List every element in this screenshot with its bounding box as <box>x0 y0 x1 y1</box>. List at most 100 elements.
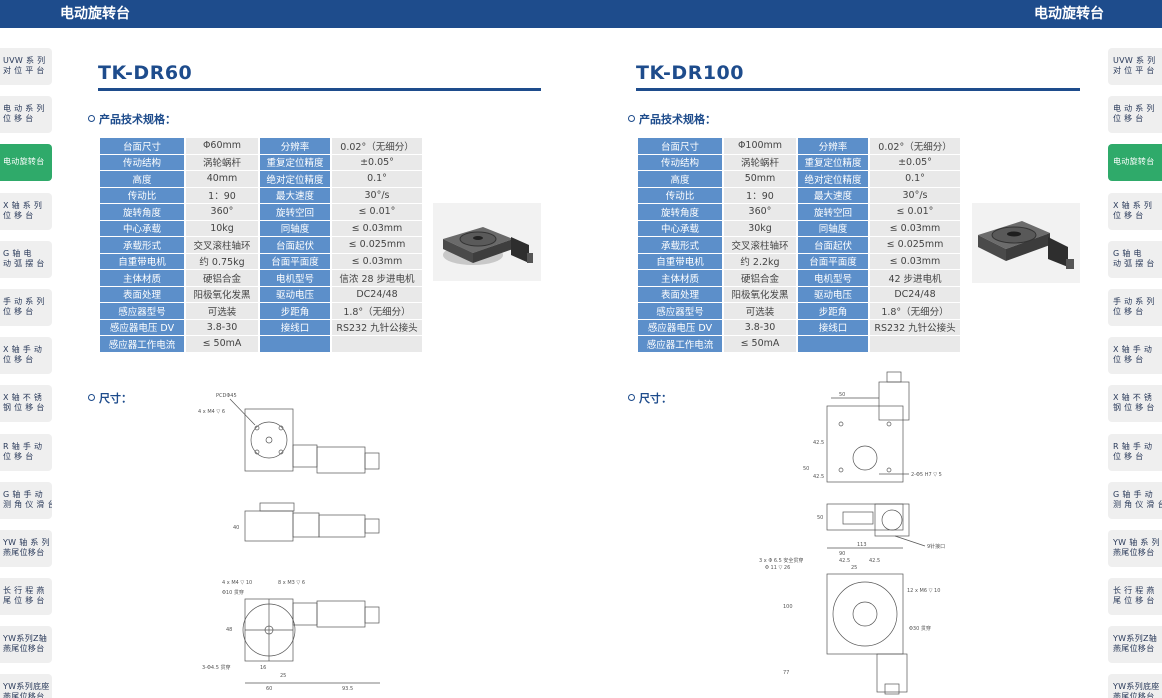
spec-value: ≤ 0.025mm <box>870 237 960 253</box>
right-nav-item[interactable]: 长 行 程 燕 尾 位 移 台 <box>1108 578 1162 616</box>
spec-label: 感应器工作电流 <box>100 336 184 352</box>
title-underline-right <box>636 88 1080 91</box>
spec-label: 驱动电压 <box>260 286 330 302</box>
spec-value: 交叉滚柱轴环 <box>186 237 258 253</box>
spec-value: ≤ 0.025mm <box>332 237 422 253</box>
drawing-label: 50 <box>817 515 823 521</box>
spec-label: 中心承载 <box>100 220 184 236</box>
spec-row: 承载形式交叉滚柱轴环台面起伏≤ 0.025mm <box>100 237 422 253</box>
spec-value: ≤ 0.03mm <box>870 253 960 269</box>
spec-row: 承载形式交叉滚柱轴环台面起伏≤ 0.025mm <box>638 237 960 253</box>
spec-label: 承载形式 <box>638 237 722 253</box>
left-nav-item[interactable]: YW系列Z轴 燕尾位移台 <box>0 626 52 664</box>
right-nav-item[interactable]: 电 动 系 列 位 移 台 <box>1108 96 1162 134</box>
spec-label: 台面尺寸 <box>638 138 722 154</box>
spec-label: 电机型号 <box>260 270 330 286</box>
right-nav-item[interactable]: YW 轴 系 列 燕尾位移台 <box>1108 529 1162 567</box>
spec-value: ≤ 0.03mm <box>870 220 960 236</box>
spec-value: 1.8°（无细分） <box>870 303 960 319</box>
left-nav-item[interactable]: X 轴 手 动 位 移 台 <box>0 337 52 375</box>
drawing-label: 4 x M4 ▽ 10 <box>222 580 252 586</box>
spec-label: 步距角 <box>260 303 330 319</box>
left-nav-item[interactable]: 长 行 程 燕 尾 位 移 台 <box>0 578 52 616</box>
spec-label: 传动结构 <box>638 154 722 170</box>
bullet-icon <box>88 115 95 122</box>
spec-value: ±0.05° <box>870 154 960 170</box>
spec-label: 旋转空回 <box>260 204 330 220</box>
right-nav-item[interactable]: R 轴 手 动 位 移 台 <box>1108 433 1162 471</box>
left-nav-item[interactable]: YW系列底座 燕尾位移台 <box>0 674 52 698</box>
spec-label: 台面尺寸 <box>100 138 184 154</box>
spec-label: 主体材质 <box>638 270 722 286</box>
right-nav-item[interactable]: X 轴 不 锈 钢 位 移 台 <box>1108 385 1162 423</box>
spec-label: 自重带电机 <box>100 253 184 269</box>
right-nav-item[interactable]: G 轴 电 动 弧 摆 台 <box>1108 240 1162 278</box>
side-nav-right: UVW 系 列 对 位 平 台电 动 系 列 位 移 台电动旋转台 X 轴 系 列… <box>1108 48 1162 698</box>
left-nav-item[interactable]: 电动旋转台 <box>0 144 52 182</box>
bullet-icon <box>628 394 635 401</box>
dim-heading-right: 尺寸： <box>628 390 672 406</box>
left-nav-item[interactable]: UVW 系 列 对 位 平 台 <box>0 48 52 85</box>
spec-label: 分辨率 <box>798 138 868 154</box>
spec-value: 阳极氧化发黑 <box>724 286 796 302</box>
left-nav-item[interactable]: 电 动 系 列 位 移 台 <box>0 96 52 134</box>
drawing-label: 50 <box>803 466 809 472</box>
drawing-label: 2-Φ5 H7 ▽ 5 <box>911 472 942 478</box>
spec-value <box>870 336 960 352</box>
title-underline-left <box>98 88 541 91</box>
left-nav-item[interactable]: X 轴 系 列 位 移 台 <box>0 192 52 230</box>
drawing-label: 93.5 <box>342 686 353 692</box>
spec-label: 传动比 <box>638 187 722 203</box>
dimension-drawing-right: 50 42.5 42.5 50 2-Φ5 H7 ▽ 5 9针接口 50 113 … <box>759 371 945 695</box>
spec-row: 传动结构涡轮蜗杆重复定位精度±0.05° <box>100 154 422 170</box>
spec-value: 30kg <box>724 220 796 236</box>
left-nav-item[interactable]: G 轴 电 动 弧 摆 台 <box>0 240 52 278</box>
drawing-label: 25 <box>280 673 286 679</box>
drawing-label: 48 <box>226 627 232 633</box>
left-nav-item[interactable]: YW 轴 系 列 燕尾位移台 <box>0 529 52 567</box>
spec-value: 涡轮蜗杆 <box>724 154 796 170</box>
right-nav-item[interactable]: YW系列Z轴 燕尾位移台 <box>1108 626 1162 664</box>
drawing-label: 25 <box>851 565 857 571</box>
left-nav-item[interactable]: G 轴 手 动 测 角 仪 滑 台 <box>0 481 52 519</box>
spec-label: 感应器电压 DV <box>100 319 184 335</box>
right-nav-item[interactable]: G 轴 手 动 测 角 仪 滑 台 <box>1108 481 1162 519</box>
right-nav-item[interactable]: X 轴 系 列 位 移 台 <box>1108 192 1162 230</box>
drawing-label: 42.5 <box>869 558 880 564</box>
spec-value: 硬铝合金 <box>186 270 258 286</box>
model-title-right: TK-DR100 <box>636 62 744 84</box>
drawing-label: 3 x Φ 6.5 安全贯穿 <box>759 557 803 564</box>
right-nav-item[interactable]: 电动旋转台 <box>1108 144 1162 182</box>
spec-label: 绝对定位精度 <box>798 171 868 187</box>
left-nav-item[interactable]: X 轴 不 锈 钢 位 移 台 <box>0 385 52 423</box>
model-title-left: TK-DR60 <box>98 62 193 84</box>
right-nav-item[interactable]: 手 动 系 列 位 移 台 <box>1108 288 1162 326</box>
spec-value: Φ60mm <box>186 138 258 154</box>
spec-value: 信浓 28 步进电机 <box>332 270 422 286</box>
left-nav-item[interactable]: R 轴 手 动 位 移 台 <box>0 433 52 471</box>
spec-value: ≤ 50mA <box>724 336 796 352</box>
left-nav-item[interactable]: 手 动 系 列 位 移 台 <box>0 288 52 326</box>
spec-label: 传动比 <box>100 187 184 203</box>
right-nav-item[interactable]: X 轴 手 动 位 移 台 <box>1108 337 1162 375</box>
spec-label: 同轴度 <box>798 220 868 236</box>
spec-value: 3.8-30 <box>186 319 258 335</box>
drawing-label: PCDΦ45 <box>216 393 237 399</box>
spec-label: 重复定位精度 <box>260 154 330 170</box>
right-nav-item[interactable]: YW系列底座 燕尾位移台 <box>1108 674 1162 698</box>
spec-value: ±0.05° <box>332 154 422 170</box>
drawing-label: 16 <box>260 665 266 671</box>
right-nav-item[interactable]: UVW 系 列 对 位 平 台 <box>1108 48 1162 85</box>
product-photo-right <box>972 203 1080 283</box>
spec-label: 旋转空回 <box>798 204 868 220</box>
spec-value: RS232 九针公接头 <box>332 319 422 335</box>
bullet-icon <box>88 394 95 401</box>
